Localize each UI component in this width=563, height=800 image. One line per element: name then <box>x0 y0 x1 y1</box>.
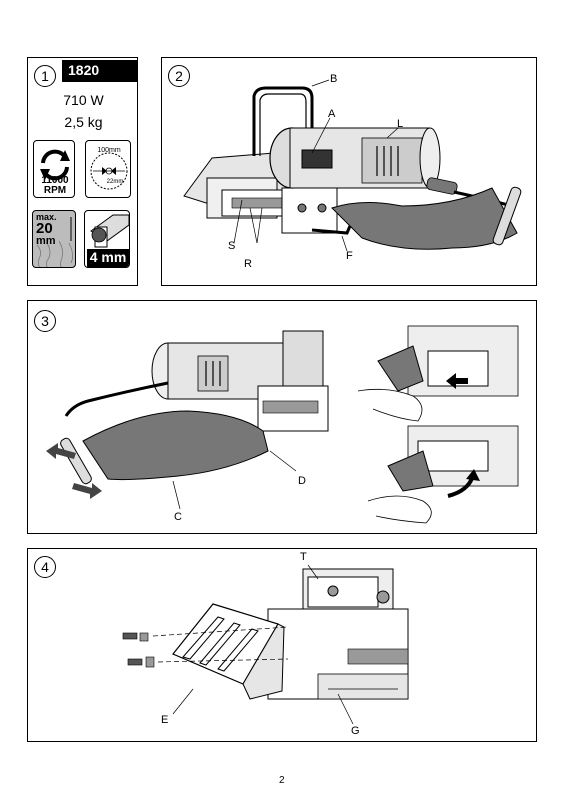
guide-fence-assembly-illustration <box>122 564 409 725</box>
depth-value: 20 <box>36 220 53 237</box>
panel-3-dust-bag: 3 D C <box>27 300 537 534</box>
label-B: B <box>330 73 338 85</box>
panel-4-guide-fence: 4 T E G <box>27 548 537 742</box>
cutting-depth-icon: max. 20 mm <box>32 210 76 268</box>
label-S: S <box>228 240 236 252</box>
depth-unit: mm <box>36 235 56 247</box>
disc-bore-label: 22mm <box>106 179 124 185</box>
label-C: C <box>174 511 182 523</box>
label-D: D <box>298 475 306 487</box>
weight-spec: 2,5 kg <box>64 114 103 130</box>
panel-3-number: 3 <box>34 310 56 332</box>
rpm-unit: RPM <box>43 185 67 196</box>
panel-2-number: 2 <box>168 65 190 87</box>
power-spec: 710 W <box>63 92 104 108</box>
panel-1-specs: 1 1820 710 W 2,5 kg 11000 RPM 100mm 22mm <box>27 57 138 286</box>
rpm-icon: 11000 RPM <box>33 140 75 198</box>
saw-blade-icon <box>90 152 128 190</box>
wood-grain-icon <box>36 217 73 267</box>
label-R: R <box>244 258 252 270</box>
label-A: A <box>328 108 336 120</box>
disc-diameter-label: 100mm <box>97 147 121 154</box>
blade-thickness-label: 4 mm <box>89 249 127 265</box>
blade-thickness-icon: 4 mm <box>84 210 130 268</box>
biscuit-joiner-illustration <box>183 79 522 252</box>
panel-1-number: 1 <box>34 65 56 87</box>
dust-bag-attachment-illustration <box>46 325 519 524</box>
model-number: 1820 <box>62 60 137 82</box>
panel-2-machine-overview: 2 <box>161 57 537 286</box>
label-G: G <box>351 725 360 737</box>
depth-max-label: max. <box>36 212 57 222</box>
label-T: T <box>300 551 307 563</box>
panel-4-number: 4 <box>34 556 56 578</box>
label-L: L <box>397 118 404 130</box>
label-F: F <box>346 250 353 262</box>
blade-slot-icon <box>87 214 129 267</box>
disc-diameter-icon: 100mm 22mm <box>85 140 131 198</box>
label-E: E <box>161 714 169 726</box>
rpm-value: 11000 <box>41 175 69 186</box>
rotation-icon <box>40 149 70 181</box>
page-number: 2 <box>279 775 285 786</box>
